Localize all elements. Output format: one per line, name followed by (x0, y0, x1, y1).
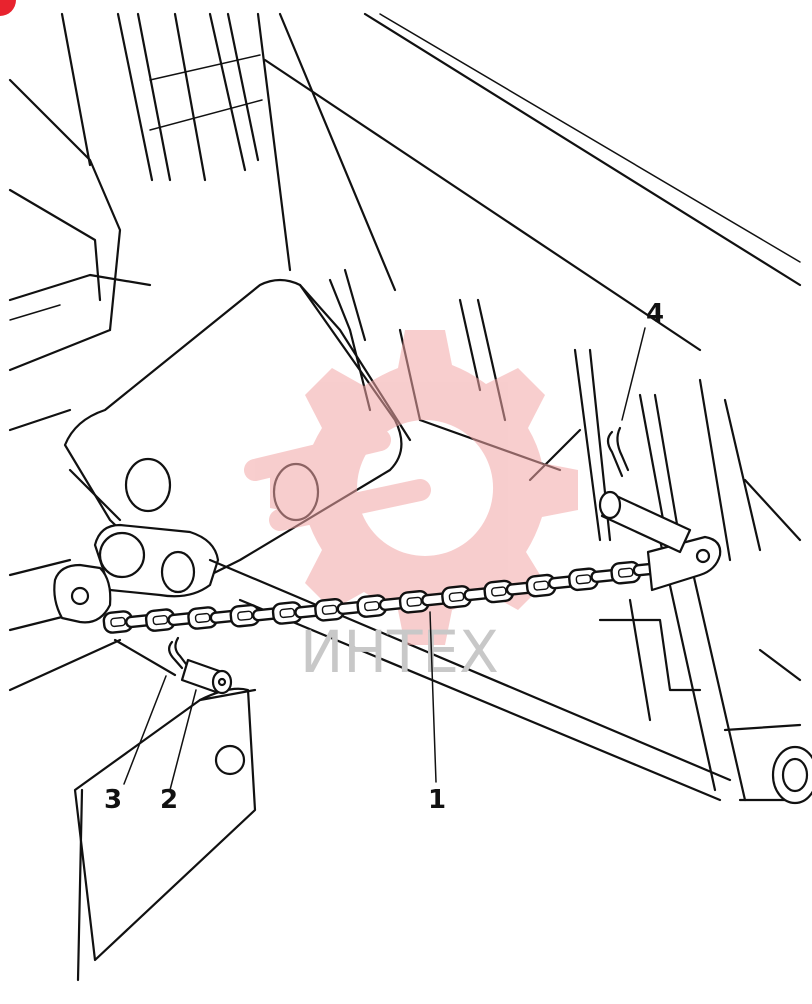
gear-logo-icon (244, 330, 578, 645)
chain-link (398, 590, 430, 614)
callout-1: 1 (428, 785, 446, 815)
leader-lines (123, 327, 646, 791)
watermark-text: ИНТЕХ (300, 618, 499, 686)
cotter-pin-part-3 (168, 636, 188, 670)
leader-line-3 (123, 675, 167, 785)
leader-line-2 (169, 689, 197, 791)
leader-line-1 (429, 611, 437, 783)
pin-part-4 (598, 490, 692, 554)
chain-end-plate (646, 535, 722, 592)
cotter-pin-part-4 (606, 426, 630, 478)
callout-2: 2 (160, 785, 178, 815)
chain-link (356, 594, 388, 618)
leader-line-4 (621, 327, 646, 421)
chain-link (525, 573, 557, 598)
pin-part-2 (180, 658, 233, 695)
callout-4: 4 (646, 299, 664, 329)
chain-link (610, 560, 642, 585)
corner-badge-icon (0, 0, 16, 16)
callout-3: 3 (104, 785, 122, 815)
